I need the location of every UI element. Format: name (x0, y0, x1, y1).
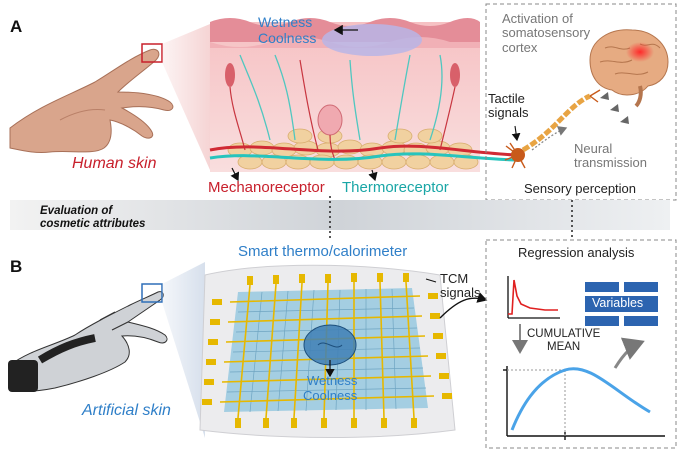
smart-calorimeter-title: Smart thermo/calorimeter (238, 243, 408, 260)
human-skin-label: Human skin (72, 155, 157, 172)
arrow-tcm (439, 292, 488, 319)
regression-box (485, 239, 677, 449)
variables-block (585, 282, 658, 326)
arrow-neural (531, 126, 568, 151)
arrow-thermo (368, 169, 378, 182)
neural-transmission-label: Neural transmission (574, 141, 647, 171)
sensory-perception-label: Sensory perception (524, 181, 637, 196)
robot-hand-icon (8, 291, 168, 392)
panel-b-letter: B (10, 257, 23, 276)
signal-dots (600, 92, 629, 124)
hand-icon (9, 48, 174, 153)
regression-label: Regression analysis (518, 245, 635, 260)
zoom-cone-b (162, 262, 205, 438)
artificial-skin-label: Artificial skin (82, 402, 171, 419)
tcm-signal-plot (507, 276, 560, 319)
zoom-cone-a (162, 24, 210, 170)
evaluation-label: Evaluation of cosmetic attributes (40, 205, 146, 230)
coolness-label: Coolness (258, 30, 317, 46)
arrow-tactile (511, 125, 521, 142)
sensor-sheet (199, 264, 456, 438)
skin-cross-section (209, 18, 516, 172)
divider-band (10, 200, 670, 230)
wetness-b-label: Wetness (307, 373, 358, 388)
arrow-to-variables (613, 337, 645, 369)
tactile-signals-label: Tactile signals (488, 91, 529, 121)
tcm-signals-label: TCM signals (440, 271, 481, 301)
variables-label: Variables (592, 296, 644, 310)
coolness-b-label: Coolness (303, 388, 358, 403)
neuron-icon (504, 89, 601, 169)
brain-icon (589, 29, 669, 108)
wetness-label: Wetness (258, 14, 313, 30)
thermoreceptor-label: Thermoreceptor (342, 179, 449, 196)
cumulative-mean-label: CUMULATIVE MEAN (527, 328, 601, 353)
cumulative-mean-plot (503, 366, 665, 440)
arrow-mechano (230, 167, 240, 182)
panel-a-letter: A (10, 17, 23, 36)
perception-box (485, 3, 677, 201)
tcm-leader-line (425, 278, 437, 283)
mechanoreceptor-label: Mechanoreceptor (208, 179, 325, 196)
activation-label: Activation of somatosensory cortex (502, 11, 591, 55)
